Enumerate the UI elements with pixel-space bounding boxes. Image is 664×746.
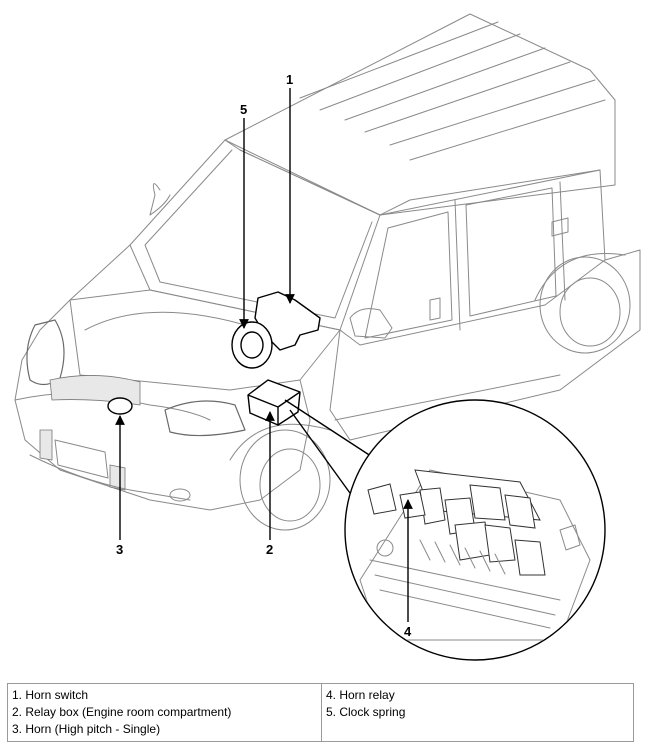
legend-item-1: 1. Horn switch bbox=[12, 688, 89, 702]
legend-left-column: 1. Horn switch 2. Relay box (Engine room… bbox=[7, 683, 322, 742]
zoom-connector-lines bbox=[284, 399, 381, 501]
legend-item-3: 3. Horn (High pitch - Single) bbox=[12, 722, 161, 736]
legend-item-4: 4. Horn relay bbox=[326, 688, 395, 702]
legend-table: 1. Horn switch 2. Relay box (Engine room… bbox=[7, 683, 634, 742]
callout-1: 1 bbox=[286, 72, 293, 87]
callout-3: 3 bbox=[116, 542, 123, 557]
relay-box-detail-view bbox=[344, 399, 606, 661]
legend-item-5: 5. Clock spring bbox=[326, 705, 406, 719]
legend-item-2: 2. Relay box (Engine room compartment) bbox=[12, 705, 232, 719]
callout-2: 2 bbox=[266, 542, 273, 557]
callout-4: 4 bbox=[404, 624, 412, 639]
horn-component-location-diagram: 1 5 3 2 4 bbox=[14, 13, 641, 661]
vehicle-line-drawing bbox=[14, 13, 641, 531]
horn-part bbox=[107, 397, 133, 415]
legend-right-column: 4. Horn relay 5. Clock spring bbox=[321, 683, 634, 742]
leader-lines bbox=[115, 88, 413, 622]
callout-5: 5 bbox=[240, 102, 247, 117]
clock-spring-part bbox=[231, 321, 273, 369]
